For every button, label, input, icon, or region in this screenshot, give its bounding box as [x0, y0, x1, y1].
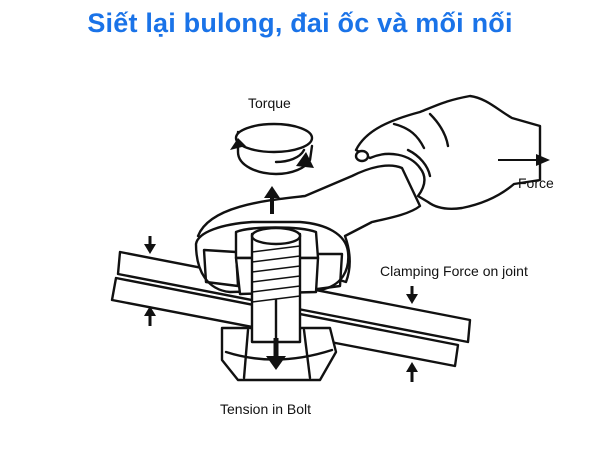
- tension-arrow-icon: [266, 338, 286, 370]
- torque-rotation-icon: [230, 122, 314, 176]
- force-arrow-icon: [498, 154, 550, 166]
- tension-label: Tension in Bolt: [220, 401, 311, 417]
- bolt-up-arrow-icon: [264, 186, 280, 214]
- bolt-shank: [250, 226, 302, 346]
- clamping-label: Clamping Force on joint: [380, 263, 528, 279]
- clamp-arrow-icon: [144, 236, 418, 382]
- hand: [354, 94, 542, 210]
- page-title: Siết lại bulong, đai ốc và mối nối: [87, 8, 513, 38]
- torque-label: Torque: [248, 95, 291, 111]
- force-label: Force: [518, 175, 554, 191]
